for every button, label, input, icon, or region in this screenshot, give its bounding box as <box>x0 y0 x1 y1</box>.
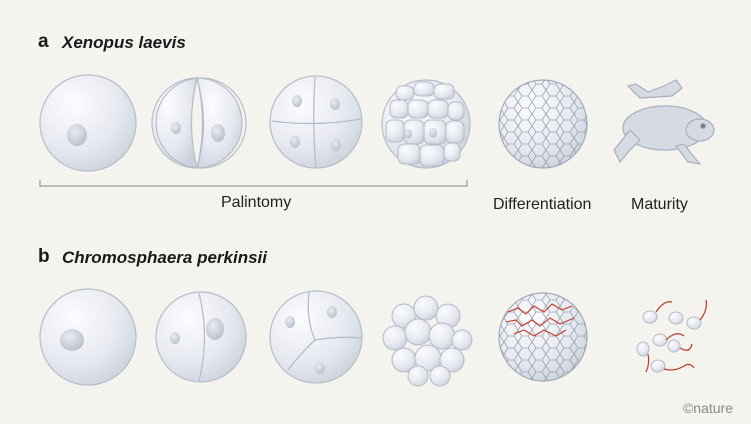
palintomy-bracket <box>39 180 468 187</box>
frog-illustration <box>613 79 715 165</box>
panel-b-species-title: Chromosphaera perkinsii <box>62 248 268 267</box>
chromosphaera-differentiation-sphere <box>498 292 588 382</box>
chromosphaera-dispersed-cells <box>636 299 707 373</box>
xenopus-multicell <box>381 79 471 169</box>
chromosphaera-two-cell <box>155 291 247 383</box>
palintomy-label: Palintomy <box>221 194 292 211</box>
xenopus-four-cell <box>269 75 363 169</box>
xenopus-two-cell <box>151 77 247 169</box>
xenopus-one-cell <box>39 74 137 172</box>
differentiation-label: Differentiation <box>493 196 592 213</box>
nature-credit: ©nature <box>682 400 733 416</box>
chromosphaera-one-cell <box>39 288 137 386</box>
panel-a-species-title: Xenopus laevis <box>62 33 186 52</box>
chromosphaera-three-cell <box>269 290 363 384</box>
chromosphaera-multicell <box>382 295 473 387</box>
xenopus-differentiation-sphere <box>498 79 588 169</box>
panel-b-letter: b <box>38 246 50 267</box>
maturity-label: Maturity <box>631 196 688 213</box>
panel-a-letter: a <box>38 31 49 52</box>
